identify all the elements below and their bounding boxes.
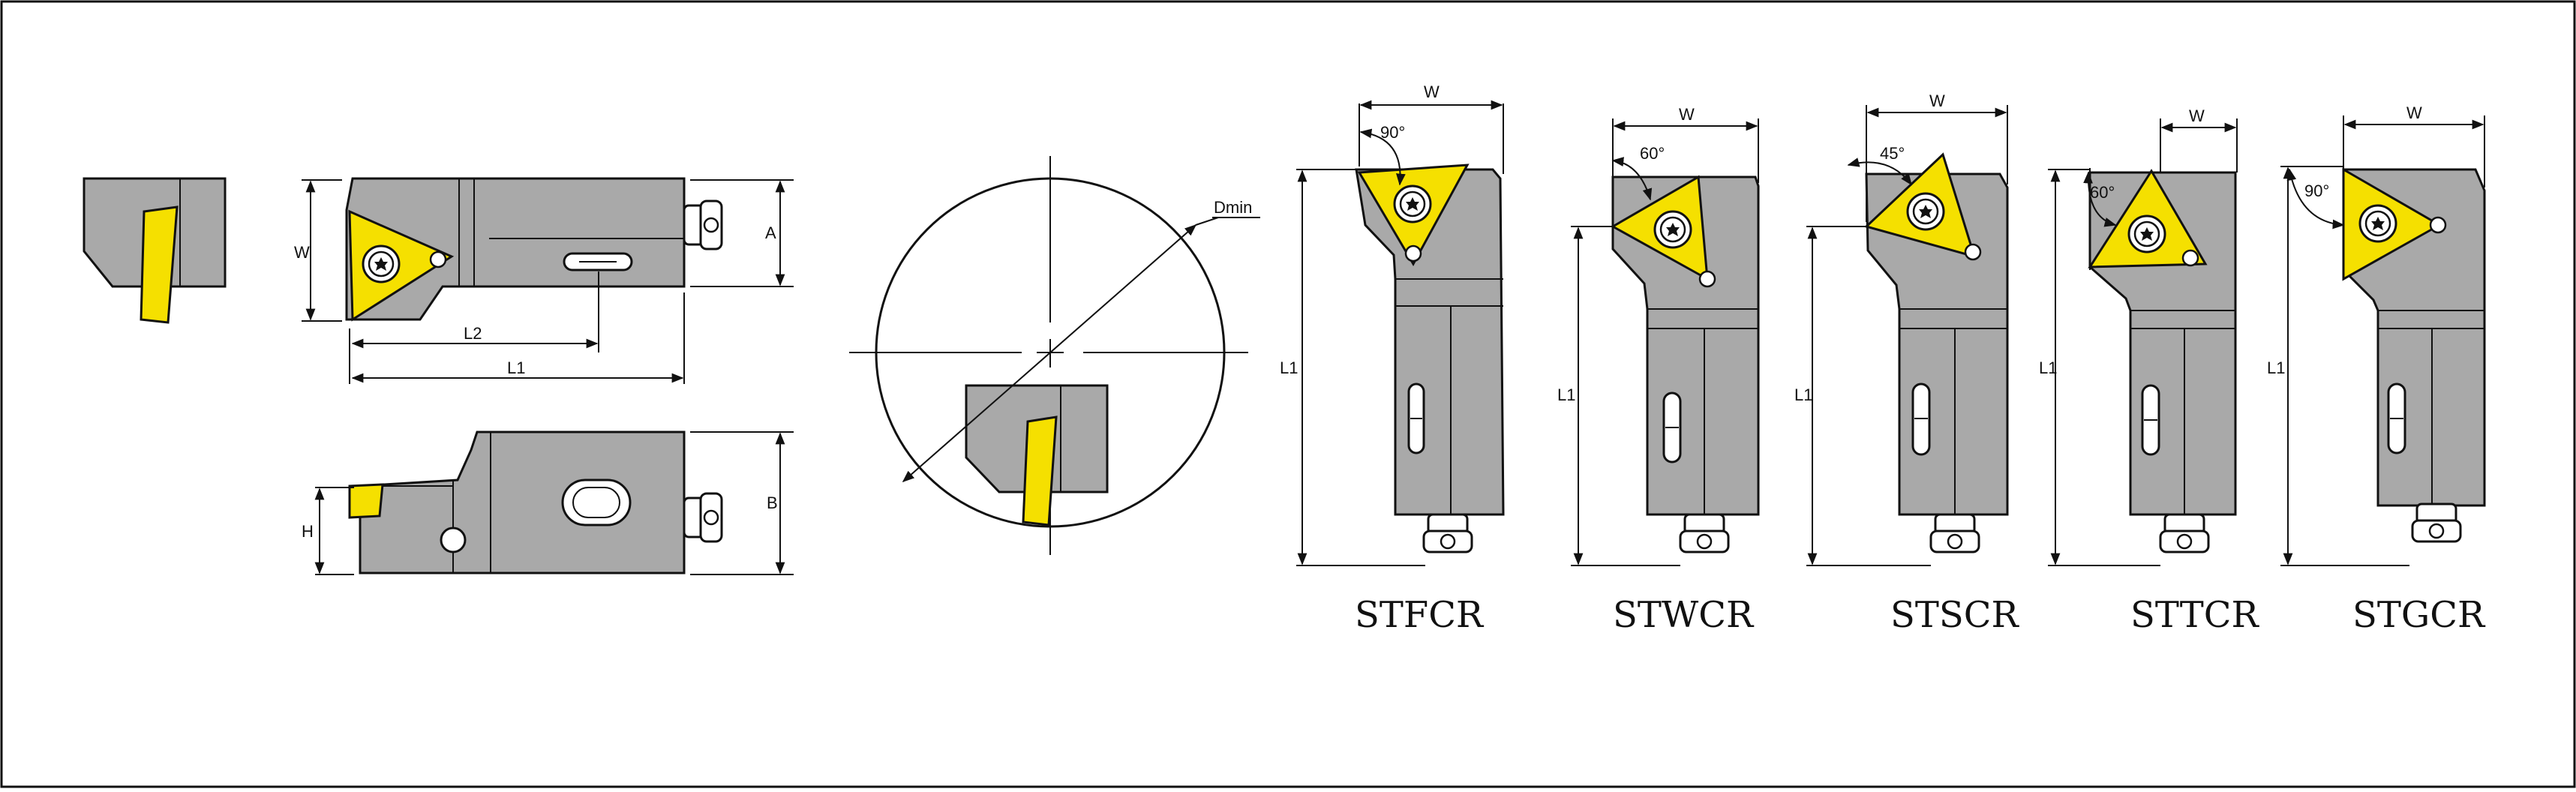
stfcr-angle: 90° — [1380, 123, 1405, 142]
triangle-insert-icon — [348, 209, 455, 322]
stgcr-dim-l1: L1 — [2267, 358, 2285, 377]
stfcr-dim-w: W — [1424, 82, 1440, 101]
dim-w-label: W — [294, 243, 310, 262]
dim-a-label: A — [765, 224, 776, 242]
model-label-stscr: STSCR — [1890, 594, 2020, 636]
stscr-angle: 45° — [1880, 144, 1905, 163]
sttcr-angle: 60° — [2090, 183, 2115, 202]
variant-stscr — [1806, 105, 2009, 566]
side-view — [314, 430, 794, 575]
stgcr-angle: 90° — [2304, 182, 2329, 200]
clamp-screw-icon — [683, 200, 723, 250]
model-label-stgcr: STGCR — [2352, 594, 2486, 636]
variant-stgcr — [2280, 116, 2486, 566]
model-label-stwcr: STWCR — [1613, 594, 1755, 636]
sttcr-dim-w: W — [2189, 106, 2205, 125]
dim-l2-label: L2 — [464, 324, 482, 343]
stscr-dim-l1: L1 — [1794, 386, 1812, 404]
stwcr-dim-l1: L1 — [1557, 386, 1575, 404]
stgcr-dim-w: W — [2406, 104, 2422, 122]
variant-stfcr — [1296, 100, 1505, 566]
variant-sttcr — [2048, 118, 2238, 566]
sttcr-dim-l1: L1 — [2039, 358, 2057, 377]
stwcr-angle: 60° — [1640, 144, 1665, 163]
stfcr-dim-l1: L1 — [1280, 358, 1298, 377]
model-label-sttcr: STTCR — [2130, 594, 2260, 636]
bore-diagram — [849, 156, 1260, 555]
top-view — [302, 177, 794, 384]
dim-l1-label: L1 — [507, 358, 525, 377]
variant-stwcr — [1571, 118, 1760, 566]
dim-h-label: H — [302, 522, 314, 541]
model-label-stfcr: STFCR — [1355, 594, 1485, 636]
torx-screw-icon — [362, 244, 401, 284]
end-view — [83, 177, 227, 324]
stwcr-dim-w: W — [1679, 105, 1695, 124]
stscr-dim-w: W — [1929, 92, 1945, 110]
side-clamp-screw-icon — [683, 492, 723, 543]
dim-dmin-label: Dmin — [1214, 198, 1252, 217]
dim-b-label: B — [767, 494, 778, 512]
